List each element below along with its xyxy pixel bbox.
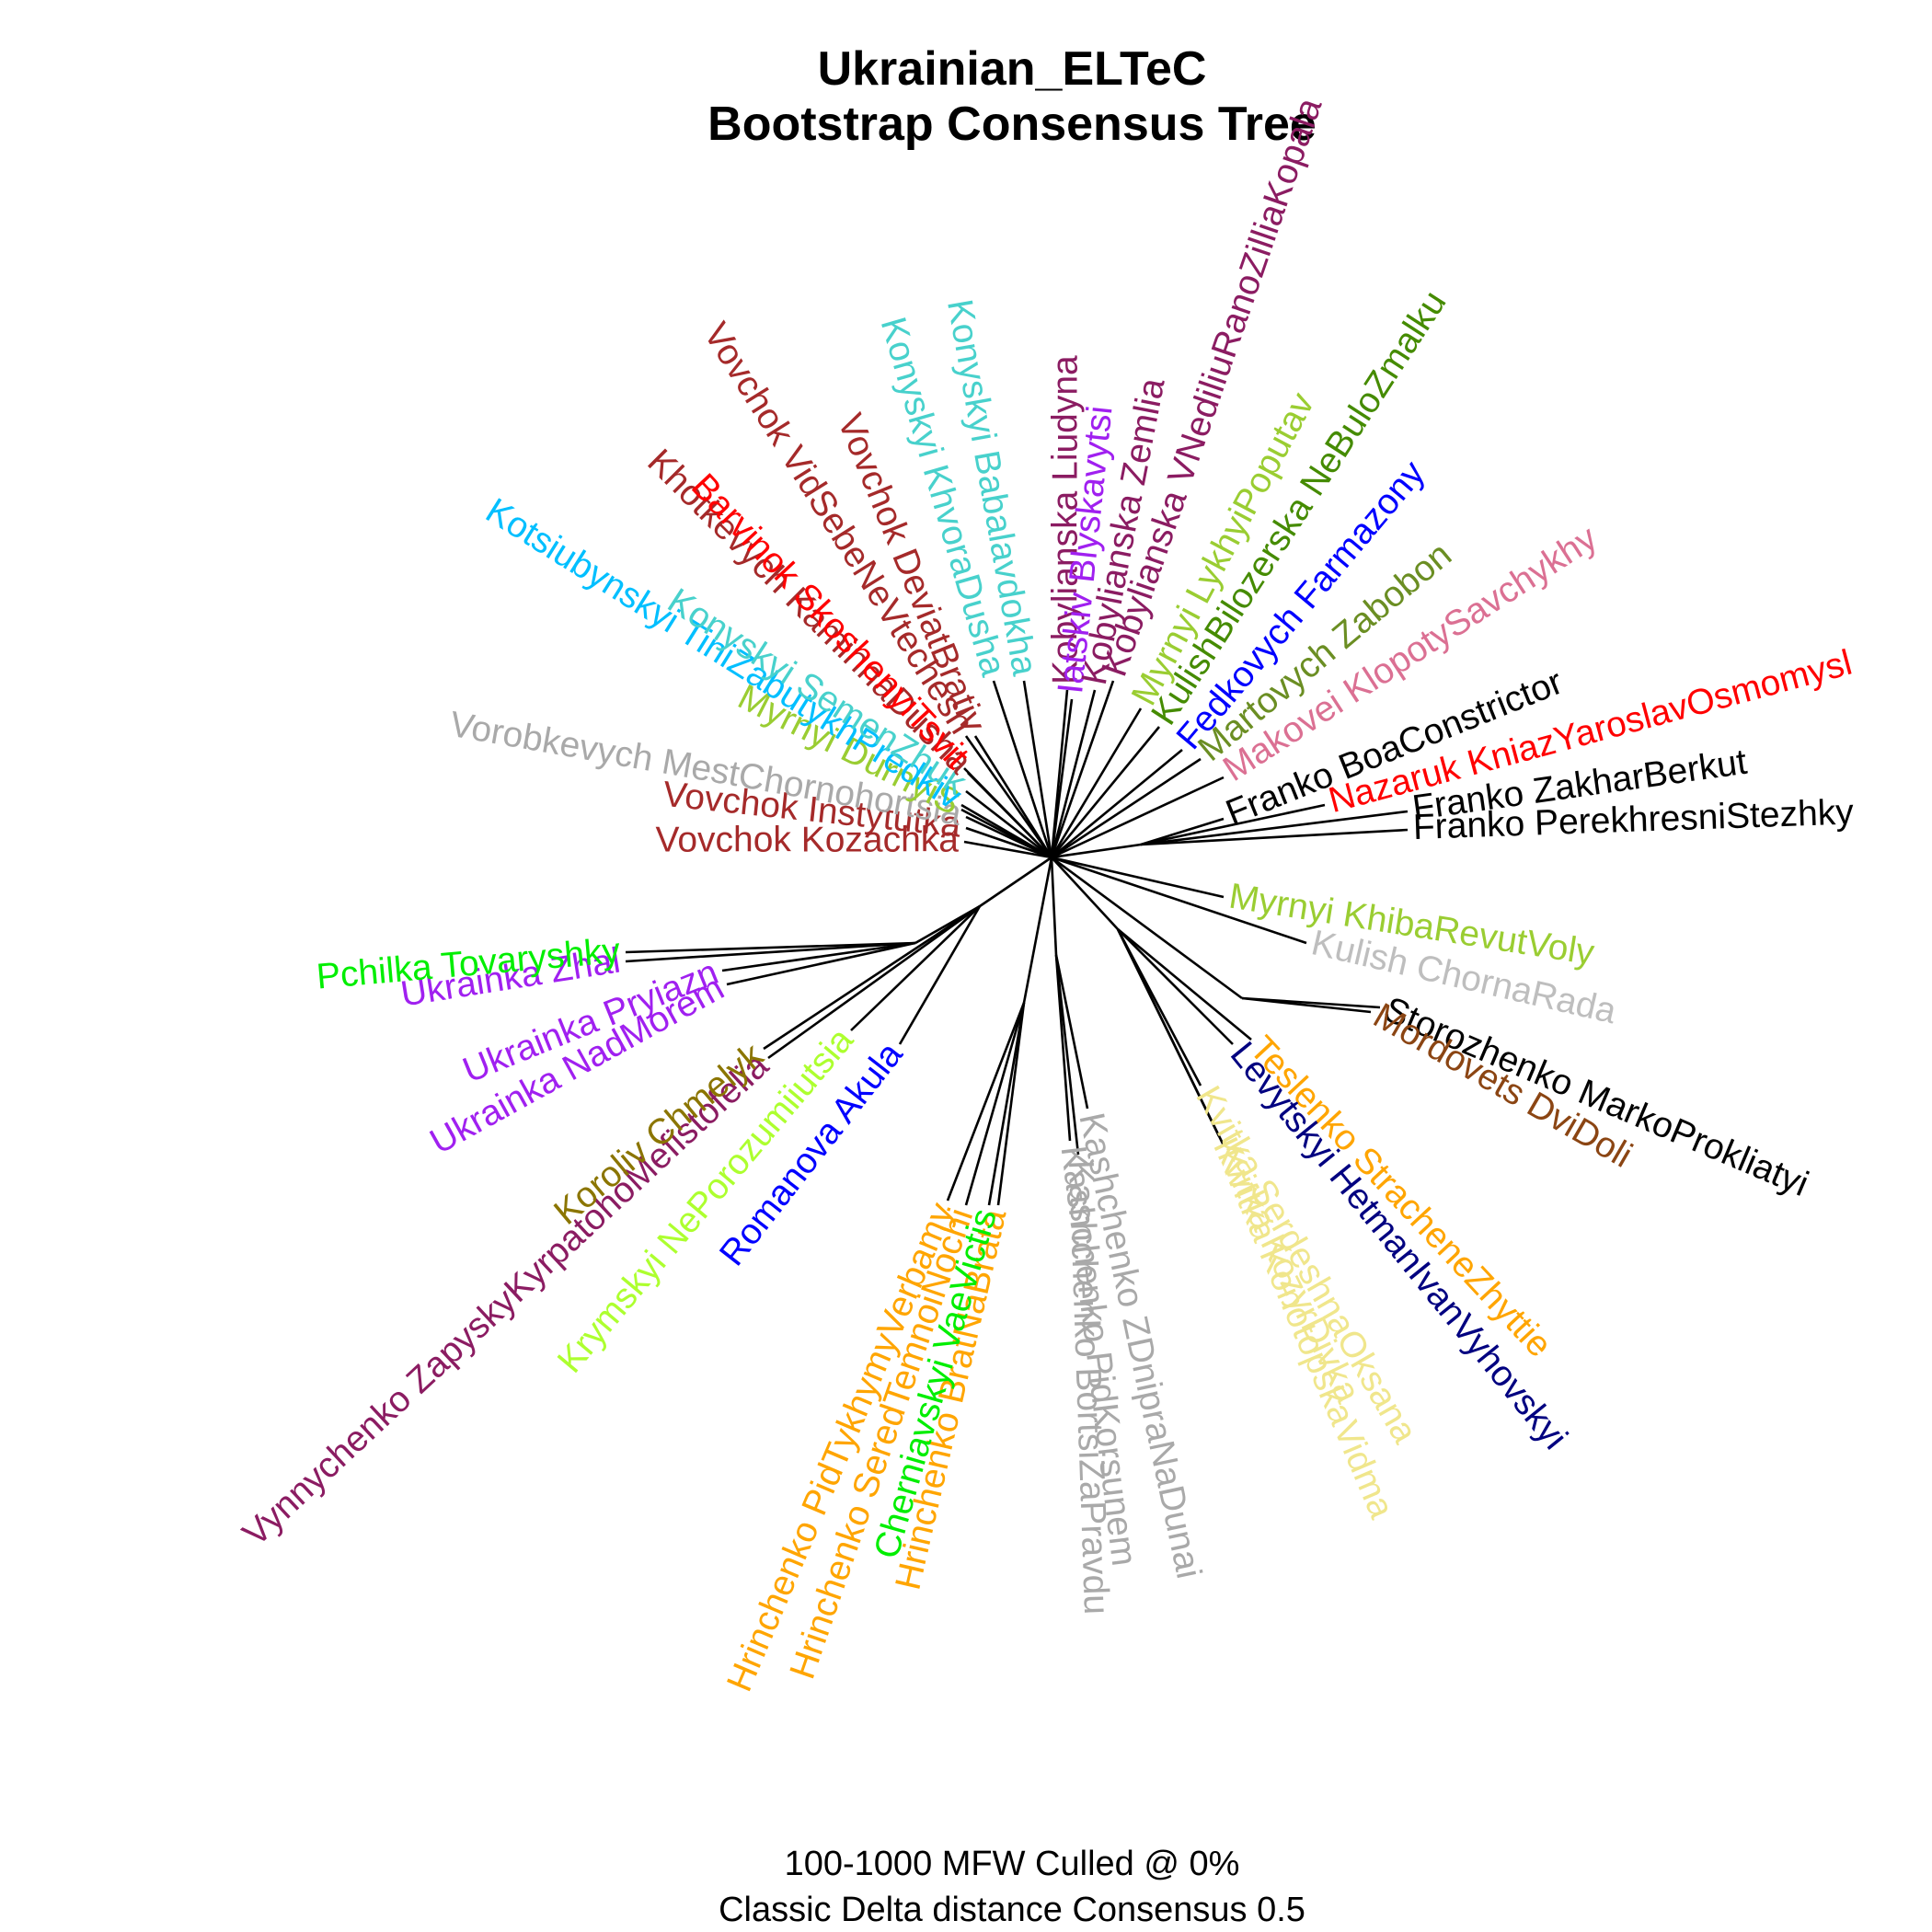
tip-label: Vovchok Kozachka — [655, 820, 959, 859]
tree-branch — [1140, 803, 1326, 846]
tree-branch — [964, 1002, 1026, 1206]
tree-branch — [1051, 857, 1119, 930]
tree-branch — [1022, 680, 1053, 858]
tree-branch — [965, 826, 1052, 859]
figure-title: Ukrainian_ELTeC — [818, 42, 1207, 96]
tree-branch — [973, 735, 1053, 858]
tree-branch — [1051, 856, 1243, 1000]
tree-branch — [726, 941, 916, 986]
tree-branch — [1050, 689, 1097, 858]
tree-branch — [1241, 996, 1372, 1014]
tree-branch — [625, 941, 916, 954]
tree-branch — [992, 680, 1053, 858]
tree-branch — [1140, 817, 1225, 846]
tree-branch — [721, 941, 916, 972]
tree-branch — [1050, 726, 1161, 858]
tree-branch — [1140, 810, 1409, 846]
tree-branch — [1051, 843, 1142, 859]
tree-branch — [1050, 707, 1143, 858]
tree-branch — [963, 840, 1052, 859]
tree-branch — [1054, 954, 1080, 1156]
figure-subtitle: Bootstrap Consensus Tree — [707, 98, 1317, 151]
tree-branch — [1050, 857, 1058, 956]
footer-mfw-settings: 100-1000 MFW Culled @ 0% — [785, 1845, 1240, 1883]
tree-branch — [1050, 698, 1074, 858]
tree-branch — [1022, 857, 1053, 1004]
tree-branch — [898, 905, 982, 1045]
tip-label: Kobylianska Liudyna — [1045, 355, 1085, 684]
tree-branch — [850, 905, 981, 1031]
tree-branch — [987, 1002, 1026, 1206]
tree-branch — [1117, 927, 1252, 1041]
tree-branch — [763, 904, 981, 1051]
tree-branch — [1140, 828, 1409, 846]
tree-branches — [625, 680, 1409, 1206]
tree-branch — [1117, 928, 1234, 1045]
tree-branch — [625, 941, 916, 963]
tree-branch — [1051, 776, 1225, 859]
tree-branch — [979, 856, 1052, 908]
footer-distance-settings: Classic Delta distance Consensus 0.5 — [719, 1891, 1305, 1929]
tree-branch — [1050, 680, 1115, 858]
tree-branch — [946, 1002, 1026, 1202]
tree-branch — [1051, 757, 1202, 859]
tree-branch — [964, 735, 1053, 858]
tree-branch — [963, 767, 1052, 858]
tree-branch — [960, 803, 1052, 859]
tree-branch — [1054, 954, 1089, 1110]
tree-branch — [1116, 928, 1225, 1146]
tree-branch — [1051, 748, 1183, 859]
tree-branch — [1051, 856, 1307, 945]
tree-branch — [965, 789, 1052, 859]
tree-branch — [1051, 856, 1225, 899]
tree-branch — [996, 1002, 1026, 1206]
tree-branch — [767, 904, 981, 1060]
